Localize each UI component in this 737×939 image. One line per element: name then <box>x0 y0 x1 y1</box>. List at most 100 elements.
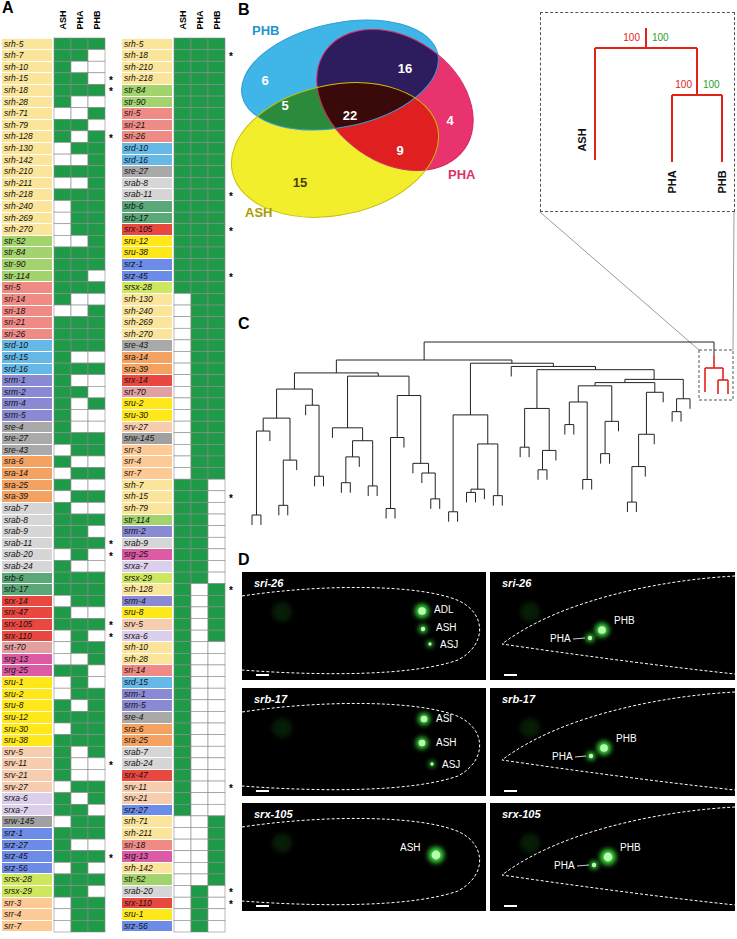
expression-cell <box>174 131 191 143</box>
expression-cell <box>191 410 208 422</box>
gene-name: srb-6 <box>122 201 172 212</box>
expression-cell <box>71 514 88 526</box>
expression-cell <box>191 909 208 921</box>
expression-cell <box>54 642 71 654</box>
expression-cell <box>174 177 191 189</box>
gfp-cell <box>418 607 426 615</box>
expression-cell <box>208 723 225 735</box>
ellipse-shape <box>310 15 480 185</box>
gene-name: srv-5 <box>2 747 52 758</box>
expression-cell <box>54 781 71 793</box>
autofluorescence <box>272 602 292 622</box>
expression-cell <box>88 282 105 294</box>
gene-name: srx-105 <box>2 619 52 630</box>
scale-bar <box>256 674 269 676</box>
expression-cell <box>191 839 208 851</box>
dendrogram-branch <box>681 412 682 422</box>
significance-asterisk: * <box>229 586 233 596</box>
dendrogram-branch <box>252 515 253 525</box>
gene-name: srb-17 <box>2 584 52 595</box>
overlap-group <box>290 0 500 199</box>
expression-cell <box>71 259 88 271</box>
expression-cell <box>54 84 71 96</box>
expression-cell <box>54 38 71 50</box>
significance-asterisk: * <box>229 226 233 236</box>
expression-cell <box>208 363 225 375</box>
autofluorescence <box>520 602 540 622</box>
expression-cell <box>191 560 208 572</box>
gene-name: srx-110 <box>2 631 52 642</box>
expression-cell <box>54 131 71 143</box>
expression-cell <box>174 851 191 863</box>
gene-name: sru-1 <box>122 909 172 920</box>
expression-cell <box>71 351 88 363</box>
gene-name: sri-14 <box>122 665 172 676</box>
venn-count: 6 <box>261 74 268 87</box>
expression-cell <box>54 410 71 422</box>
expression-cell <box>208 642 225 654</box>
gene-name: sru-2 <box>2 689 52 700</box>
expression-cell <box>191 897 208 909</box>
gene-name: srh-142 <box>2 155 52 166</box>
gene-name: srv-27 <box>2 782 52 793</box>
gene-name: srx-14 <box>122 375 172 386</box>
expression-cell <box>208 177 225 189</box>
dendrogram-branch <box>372 441 373 486</box>
expression-cell <box>54 50 71 62</box>
expression-cell <box>71 38 88 50</box>
gene-name: srh-210 <box>2 166 52 177</box>
expression-cell <box>71 235 88 247</box>
expression-cell <box>208 201 225 213</box>
significance-asterisk: * <box>109 621 113 631</box>
expression-cell <box>208 38 225 50</box>
expression-cell <box>54 351 71 363</box>
highlighted-branch <box>722 368 724 380</box>
expression-cell <box>191 665 208 677</box>
venn-count: 5 <box>281 99 288 112</box>
expression-cell <box>208 526 225 538</box>
expression-cell <box>191 386 208 398</box>
micrograph-image <box>242 803 486 911</box>
neuron-label: PHA <box>554 861 575 871</box>
neuron-label: ASI <box>436 714 452 724</box>
expression-cell <box>174 723 191 735</box>
dendrogram-branch <box>350 483 351 493</box>
micrograph-panel: srx-105PHAPHB <box>490 803 735 911</box>
gene-name: sre-43 <box>122 340 172 351</box>
expression-cell <box>71 781 88 793</box>
expression-cell <box>88 688 105 700</box>
gene-name: srd-15 <box>2 352 52 363</box>
expression-cell <box>88 851 105 863</box>
column-header: PHB <box>92 10 101 29</box>
dendrogram-branch <box>362 428 363 441</box>
gene-name: sri-18 <box>2 306 52 317</box>
expression-cell <box>174 340 191 352</box>
expression-cell <box>71 84 88 96</box>
gene-name: srh-18 <box>122 50 172 61</box>
gene-name: srab-24 <box>2 561 52 572</box>
set-label: PHB <box>252 24 279 37</box>
dendrogram-branch <box>421 473 422 483</box>
expression-cell <box>71 247 88 259</box>
expression-cell <box>88 259 105 271</box>
expression-cell <box>174 259 191 271</box>
gene-name: sru-30 <box>122 410 172 421</box>
expression-cell <box>174 804 191 816</box>
expression-cell <box>54 758 71 770</box>
expression-cell <box>208 166 225 178</box>
expression-cell <box>191 177 208 189</box>
gene-name: sri-26 <box>2 329 52 340</box>
venn-set-ellipse: ASH <box>230 45 440 255</box>
gene-name: srh-7 <box>122 480 172 491</box>
dendrogram-branch <box>424 342 425 360</box>
micrograph-panel: sri-26PHAPHB <box>490 572 735 680</box>
expression-cell <box>174 677 191 689</box>
expression-cell <box>208 758 225 770</box>
panel-letter: C <box>238 316 250 332</box>
gene-name: srr-7 <box>122 468 172 479</box>
ellipse-outline <box>219 65 451 236</box>
expression-cell <box>191 224 208 236</box>
expression-cell <box>54 909 71 921</box>
triple-overlap <box>290 0 500 199</box>
expression-cell <box>174 688 191 700</box>
